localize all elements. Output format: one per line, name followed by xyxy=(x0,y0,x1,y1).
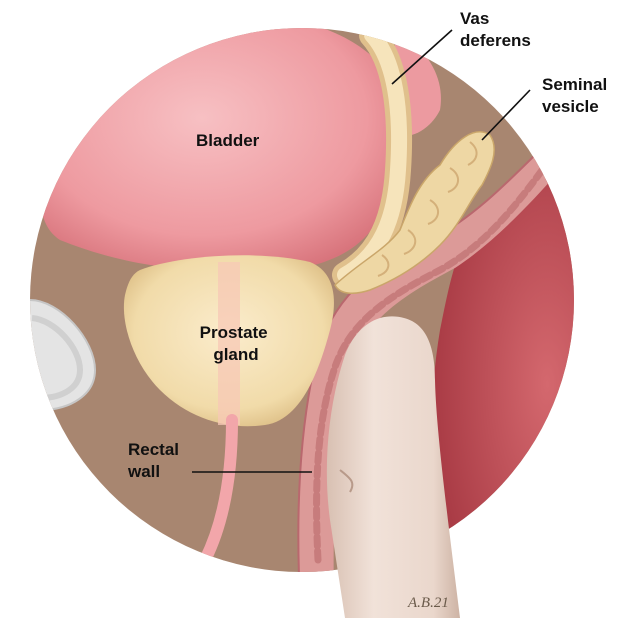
artist-signature: A.B.21 xyxy=(407,595,449,611)
label-seminal-vesicle: Seminal vesicle xyxy=(542,75,612,116)
label-vas-deferens: Vas deferens xyxy=(460,9,531,50)
urethra-in-prostate xyxy=(218,262,240,425)
label-bladder: Bladder xyxy=(196,131,260,150)
